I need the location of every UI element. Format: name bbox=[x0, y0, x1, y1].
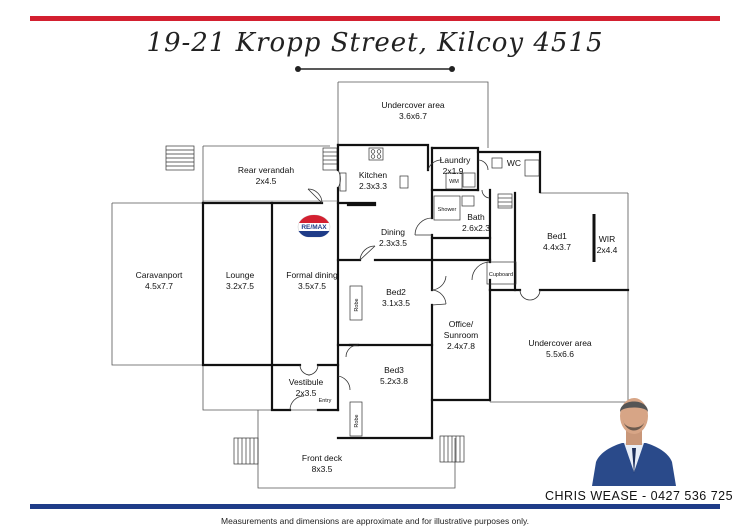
entry-label: Entry bbox=[319, 398, 332, 404]
office-name-line2: Sunroom bbox=[444, 330, 479, 340]
remax-balloon-logo: RE/MAX bbox=[297, 214, 331, 238]
stove-icon bbox=[368, 147, 384, 161]
rear-verandah-size: 2x4.5 bbox=[256, 176, 277, 186]
laundry-tub-icon bbox=[462, 172, 476, 188]
windows-group bbox=[203, 200, 338, 204]
bed3-name: Bed3 bbox=[384, 365, 404, 375]
robe-bed2-label: Robe bbox=[354, 298, 360, 311]
front-right-stairs bbox=[439, 435, 465, 463]
bed1-side-stairs bbox=[497, 193, 513, 209]
undercover-right-size: 5.5x6.6 bbox=[546, 349, 574, 359]
caravanport-outline bbox=[111, 202, 203, 366]
fridge-icon bbox=[339, 172, 347, 192]
cupboard-label: Cupboard bbox=[489, 272, 513, 278]
office-name: Office/ bbox=[449, 319, 474, 329]
undercover-top-name: Undercover area bbox=[381, 100, 445, 110]
wall-kitchen-top bbox=[336, 143, 430, 172]
bath-basin-icon bbox=[461, 195, 475, 207]
rear-left-stairs bbox=[165, 145, 195, 171]
wall-laundry bbox=[430, 146, 480, 192]
bottom-accent-bar bbox=[30, 504, 720, 509]
room-labels: Undercover area 3.6x6.7 Rear verandah 2x… bbox=[136, 100, 618, 474]
formal-dining-name: Formal dining bbox=[286, 270, 338, 280]
office-size: 2.4x7.8 bbox=[447, 341, 475, 351]
wall-office-right bbox=[430, 288, 492, 402]
front-left-stairs bbox=[233, 437, 259, 465]
wc-toilet-icon bbox=[491, 157, 503, 169]
shower-icon bbox=[433, 195, 461, 221]
page-title: 19-21 Kropp Street, Kilcoy 4515 bbox=[146, 28, 604, 58]
wall-lounge-formal bbox=[270, 201, 340, 412]
undercover-top-size: 3.6x6.7 bbox=[399, 111, 427, 121]
formal-dining-size: 3.5x7.5 bbox=[298, 281, 326, 291]
bath-name: Bath bbox=[467, 212, 485, 222]
stairs-group bbox=[165, 145, 513, 465]
washing-machine-icon bbox=[445, 172, 463, 190]
undercover-right-name: Undercover area bbox=[528, 338, 592, 348]
kitchen-sink-icon bbox=[399, 175, 409, 189]
bed1-size: 4.4x3.7 bbox=[543, 242, 571, 252]
fixture-labels: WM Shower Cupboard Robe Robe Entry bbox=[319, 179, 514, 428]
bed2-name: Bed2 bbox=[386, 287, 406, 297]
wc-name: WC bbox=[507, 158, 521, 168]
disclaimer-text: Measurements and dimensions are approxim… bbox=[221, 516, 529, 526]
front-deck-name: Front deck bbox=[302, 453, 343, 463]
laundry-name: Laundry bbox=[440, 155, 471, 165]
wm-label: WM bbox=[449, 179, 459, 185]
doors-group bbox=[289, 159, 541, 411]
front-deck-size: 8x3.5 bbox=[312, 464, 333, 474]
vestibule-size: 2x3.5 bbox=[296, 388, 317, 398]
wir-size: 2x4.4 bbox=[597, 245, 618, 255]
caravanport-size: 4.5x7.7 bbox=[145, 281, 173, 291]
agent-contact-caption: CHRIS WEASE - 0427 536 725 bbox=[545, 489, 734, 503]
lounge-name: Lounge bbox=[226, 270, 255, 280]
dining-name: Dining bbox=[381, 227, 405, 237]
wall-bath-bottom bbox=[430, 236, 492, 262]
robe-bed3-icon bbox=[349, 401, 363, 437]
wall-lounge-left bbox=[201, 201, 274, 367]
front-left-outline bbox=[202, 365, 272, 411]
undercover-right-outline bbox=[490, 192, 629, 403]
kitchen-name: Kitchen bbox=[359, 170, 388, 180]
undercover-top-outline bbox=[338, 81, 489, 148]
shower-label: Shower bbox=[438, 207, 457, 213]
rear-right-stairs bbox=[322, 147, 338, 171]
cupboard-icon bbox=[486, 261, 517, 285]
top-accent-bar bbox=[30, 16, 720, 21]
rear-verandah-outline bbox=[202, 145, 330, 203]
dining-size: 2.3x3.5 bbox=[379, 238, 407, 248]
laundry-size: 2x1.9 bbox=[443, 166, 464, 176]
title-divider bbox=[295, 66, 455, 72]
caravanport-name: Caravanport bbox=[136, 270, 183, 280]
bed1-name: Bed1 bbox=[547, 231, 567, 241]
wall-wc bbox=[476, 150, 542, 194]
fixtures-group bbox=[339, 147, 540, 437]
bath-size: 2.6x2.3 bbox=[462, 223, 490, 233]
rear-verandah-name: Rear verandah bbox=[238, 165, 295, 175]
bed3-size: 5.2x3.8 bbox=[380, 376, 408, 386]
kitchen-size: 2.3x3.3 bbox=[359, 181, 387, 191]
robe-bed3-label: Robe bbox=[354, 414, 360, 427]
remax-logo-text: RE/MAX bbox=[301, 224, 327, 231]
bed2-size: 3.1x3.5 bbox=[382, 298, 410, 308]
agent-photo bbox=[592, 398, 676, 486]
vestibule-name: Vestibule bbox=[289, 377, 324, 387]
lounge-size: 3.2x7.5 bbox=[226, 281, 254, 291]
robe-bed2-icon bbox=[349, 285, 363, 321]
wir-name: WIR bbox=[599, 234, 616, 244]
wc-shower-icon bbox=[524, 159, 540, 177]
